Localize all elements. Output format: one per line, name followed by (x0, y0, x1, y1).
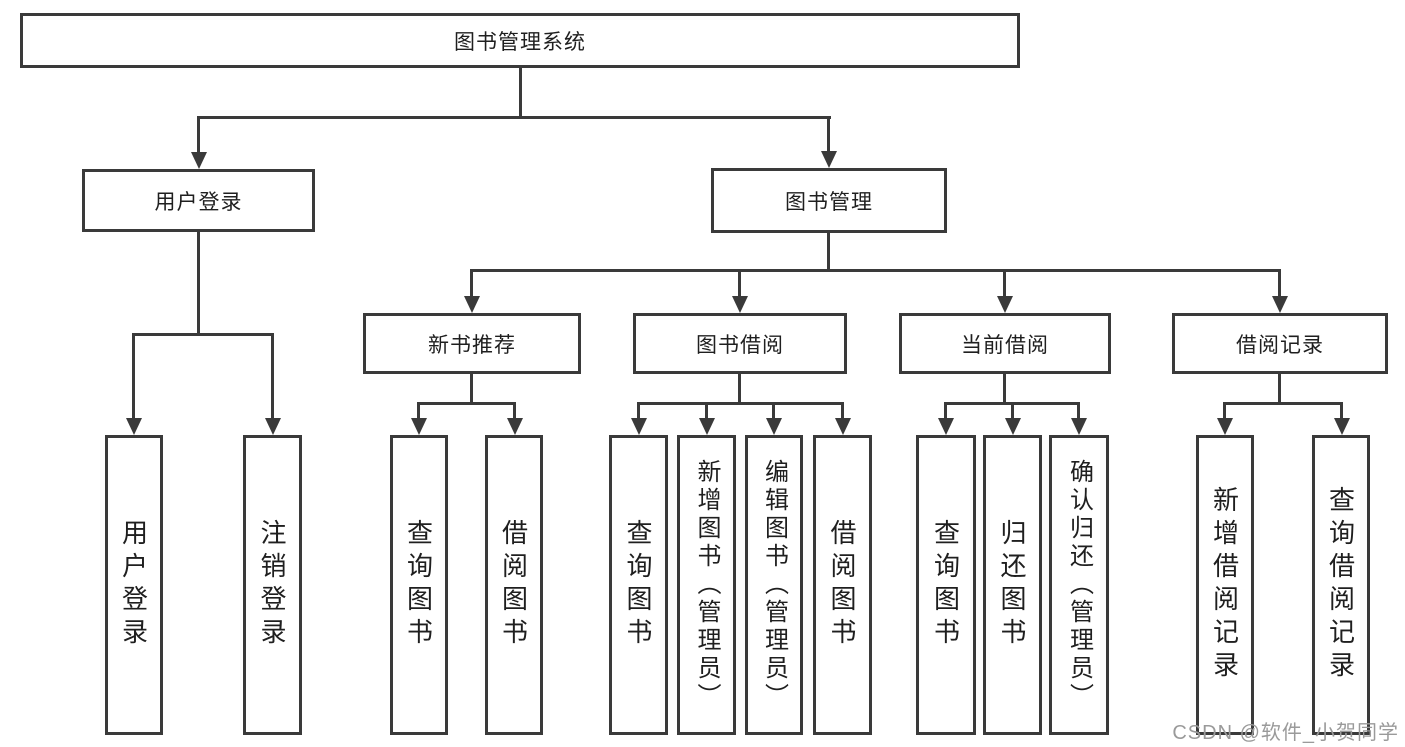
connector-arrow-book-mgmt (827, 116, 830, 151)
connector-arrow-new-book-rec (470, 269, 473, 296)
connector-arrow-bb-query (637, 402, 640, 418)
connector-user-login-hline (132, 333, 274, 336)
connector-arrow-nb-borrow (513, 402, 516, 418)
connector-arrow-cb-confirm (1077, 402, 1080, 418)
connector-borrow-record-stem (1278, 374, 1281, 405)
connector-new-book-hline (417, 402, 516, 405)
node-book-borrow: 图书借阅 (633, 313, 847, 374)
node-leaf-logout: 注销登录 (243, 435, 302, 735)
connector-arrow-cb-return (1011, 402, 1014, 418)
node-leaf-cb-return: 归还图书 (983, 435, 1042, 735)
connector-root-stem (519, 68, 522, 119)
node-leaf-nb-query: 查询图书 (390, 435, 448, 735)
node-leaf-br-add: 新增借阅记录 (1196, 435, 1254, 735)
connector-arrow-leaf-user-login (132, 333, 135, 418)
node-leaf-bb-edit: 编辑图书（管理员） (745, 435, 803, 735)
connector-arrow-bb-borrow (841, 402, 844, 418)
node-leaf-br-query: 查询借阅记录 (1312, 435, 1370, 735)
connector-arrow-borrow-record (1278, 269, 1281, 296)
node-root: 图书管理系统 (20, 13, 1020, 68)
node-borrow-record: 借阅记录 (1172, 313, 1388, 374)
connector-user-login-stem (197, 232, 200, 336)
node-user-login: 用户登录 (82, 169, 315, 232)
node-leaf-cb-confirm: 确认归还（管理员） (1049, 435, 1109, 735)
connector-arrow-cb-query (944, 402, 947, 418)
connector-root-hline (197, 116, 831, 119)
connector-book-borrow-stem (738, 374, 741, 405)
connector-arrow-bb-add (705, 402, 708, 418)
node-book-mgmt: 图书管理 (711, 168, 947, 233)
connector-book-borrow-hline (637, 402, 844, 405)
connector-book-mgmt-stem (827, 233, 830, 272)
node-leaf-bb-borrow: 借阅图书 (813, 435, 872, 735)
csdn-watermark: CSDN @软件_小贺同学 (1172, 722, 1399, 744)
connector-arrow-book-borrow (738, 269, 741, 296)
node-leaf-nb-borrow: 借阅图书 (485, 435, 543, 735)
node-current-borrow: 当前借阅 (899, 313, 1111, 374)
connector-new-book-stem (470, 374, 473, 405)
connector-arrow-user-login (197, 116, 200, 152)
connector-borrow-record-hline (1223, 402, 1343, 405)
connector-arrow-nb-query (417, 402, 420, 418)
node-leaf-bb-query: 查询图书 (609, 435, 668, 735)
node-new-book-rec: 新书推荐 (363, 313, 581, 374)
connector-arrow-br-query (1340, 402, 1343, 418)
connector-arrow-br-add (1223, 402, 1226, 418)
connector-arrow-current-borrow (1003, 269, 1006, 296)
node-leaf-user-login: 用户登录 (105, 435, 163, 735)
node-leaf-bb-add: 新增图书（管理员） (677, 435, 736, 735)
node-leaf-cb-query: 查询图书 (916, 435, 976, 735)
connector-arrow-leaf-logout (271, 333, 274, 418)
connector-arrow-bb-edit (772, 402, 775, 418)
connector-book-mgmt-hline (470, 269, 1280, 272)
connector-current-borrow-stem (1003, 374, 1006, 405)
